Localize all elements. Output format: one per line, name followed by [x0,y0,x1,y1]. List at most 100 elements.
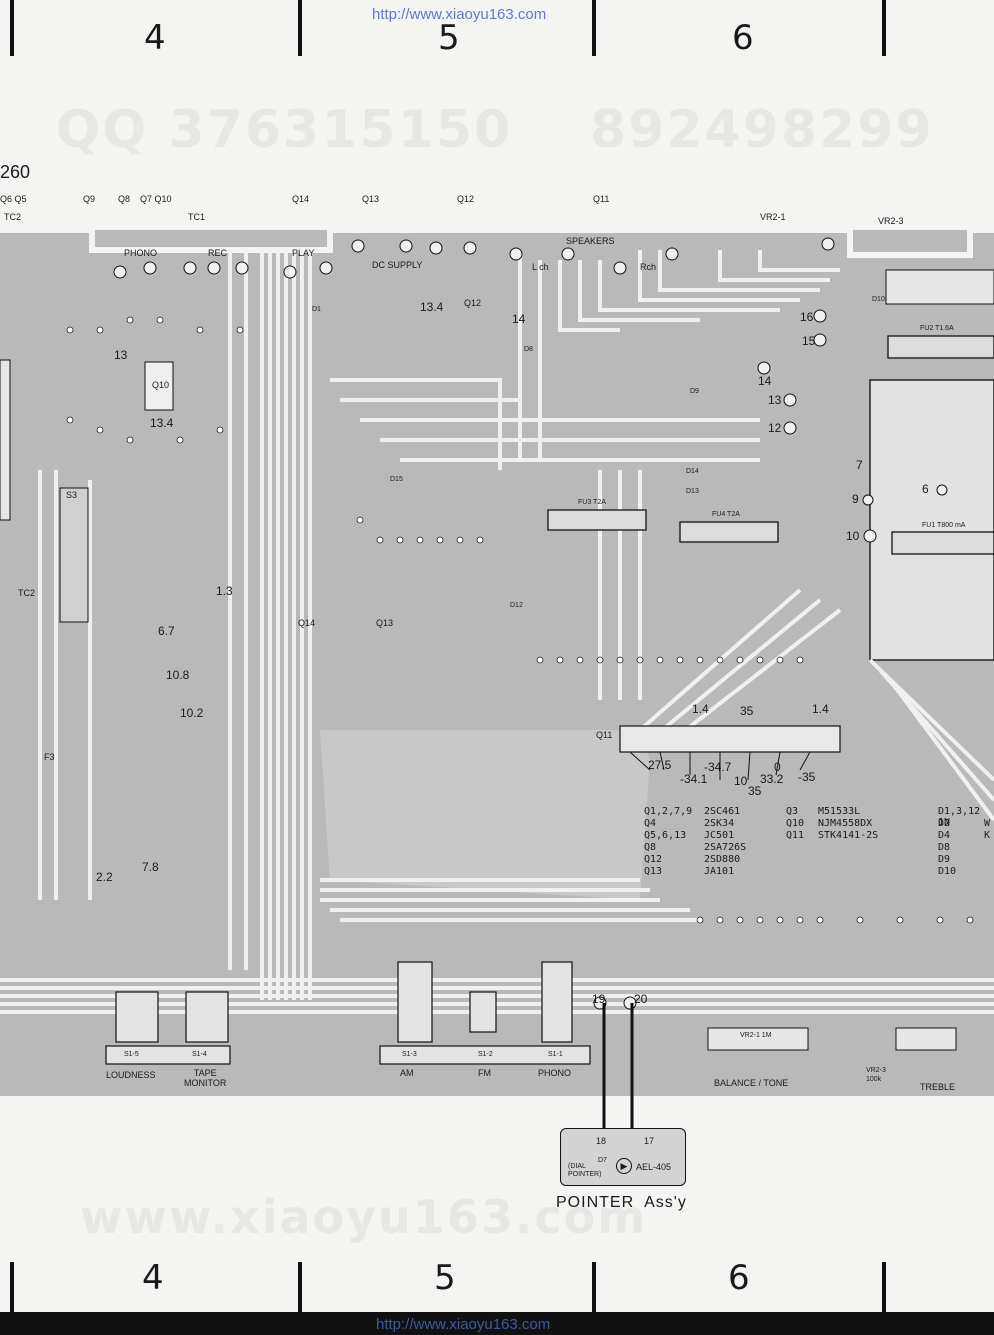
parts-ref: Q1,2,7,9 [644,806,693,817]
grid-tick [298,0,302,56]
pointer-d7: D7 [598,1157,607,1164]
grid-column-6-bottom: 6 [728,1258,750,1298]
header-url[interactable]: http://www.xiaoyu163.com [372,6,547,23]
label-balance-tone: BALANCE / TONE [714,1078,789,1088]
label-tc2-board: TC2 [18,588,36,598]
fuse-fu2: FU2 T1.6A [920,325,954,332]
fuse-fu4: FU4 T2A [712,511,740,518]
parts-ref: Q12 [644,854,663,865]
pointer-dial-label: (DIAL POINTER) [568,1163,602,1178]
grid-tick [298,1262,302,1312]
label-q6-q5: Q6 Q5 [0,194,27,204]
parts-value: JC501 [704,830,735,841]
voltage-reading: -34.1 [680,772,708,786]
terminal-10: 10 [846,529,860,543]
voltage-reading: 2.2 [96,870,113,884]
label-d15: D15 [390,476,403,483]
grid-tick [10,1262,14,1312]
voltage-reading: 33.2 [760,772,784,786]
grid-tick [882,1262,886,1312]
terminal-14: 14 [758,374,772,388]
fuse-fu3: FU3 T2A [578,499,606,506]
label-tape-monitor: TAPE MONITOR [184,1068,227,1088]
pointer-terminal-18: 18 [596,1136,607,1146]
terminal-12: 12 [768,421,782,435]
label-d14: D14 [686,468,699,475]
voltage-reading: 10.8 [166,668,190,682]
voltage-reading: 7.8 [142,860,159,874]
grid-tick [592,1262,596,1312]
voltage-reading: 35 [748,784,762,798]
label-d1: D1 [312,306,321,313]
jack-rec: REC [208,248,228,258]
parts-value: NJM4558DX [818,818,873,829]
label-q12: Q12 [457,194,475,204]
diode-ref: D9 [938,854,951,865]
dc-supply-label: DC SUPPLY [372,260,423,270]
voltage-reading: 0 [774,760,781,774]
parts-ref: Q13 [644,866,663,877]
label-vr2-1-board: VR2-1 1M [740,1032,772,1039]
label-tc1: TC1 [188,212,206,222]
led-icon: ▶ [616,1158,632,1174]
label-q14-board: Q14 [298,618,316,628]
label-d10: D10 [872,296,885,303]
label-vr2-3: VR2-3 [878,216,904,226]
label-s3: S3 [66,490,78,500]
watermark-number: 892498299 [590,100,934,160]
speakers-label: SPEAKERS [566,236,615,246]
label-q7-q10: Q7 Q10 [140,194,172,204]
parts-row: Q10 NJM4558DX [786,818,936,830]
label-q10: Q10 [152,380,170,390]
footer-url[interactable]: http://www.xiaoyu163.com [376,1316,551,1333]
label-am: AM [400,1068,414,1078]
pointer-title: POINTER Ass'y [556,1194,687,1211]
terminal-13: 13 [768,393,782,407]
label-q13-board: Q13 [376,618,394,628]
label-loudness: LOUDNESS [106,1070,156,1080]
parts-value: M51533L [818,806,861,817]
grid-column-6: 6 [732,18,754,58]
label-q12-board: Q12 [464,298,482,308]
label-q11: Q11 [593,194,610,204]
parts-ref: Q10 [786,818,805,829]
parts-value: STK4141-2S [818,830,879,841]
rch-label: Rch [640,262,657,272]
diode-row: D9 [938,854,994,866]
voltage-reading: -35 [798,770,816,784]
label-vr2-3-board: VR2-3 100k [866,1067,886,1083]
terminal-19: 19 [592,992,606,1006]
grid-tick [882,0,886,56]
lch-label: L ch [532,262,549,272]
voltage-reading: 1.3 [216,584,233,598]
label-fm: FM [478,1068,491,1078]
parts-value: 2SK34 [704,818,735,829]
grid-tick [592,0,596,56]
terminal-6: 6 [922,482,929,496]
diode-row: D8 [938,842,994,854]
terminal-7: 7 [856,458,863,472]
label-d13: D13 [686,488,699,495]
page-number: 260 [0,162,31,182]
footer-bar [0,1312,994,1335]
grid-column-4-bottom: 4 [142,1258,164,1298]
pointer-terminal-17: 17 [644,1136,655,1146]
voltage-reading: 1.4 [812,702,829,716]
label-vr2-1: VR2-1 [760,212,786,222]
diode-value: W [984,818,991,829]
label-q9: Q9 [83,194,96,204]
diode-ref: D8 [938,842,951,853]
jack-phono: PHONO [124,248,158,258]
label-q13: Q13 [362,194,380,204]
voltage-reading: 10.2 [180,706,204,720]
diode-value: 1N [938,817,951,828]
